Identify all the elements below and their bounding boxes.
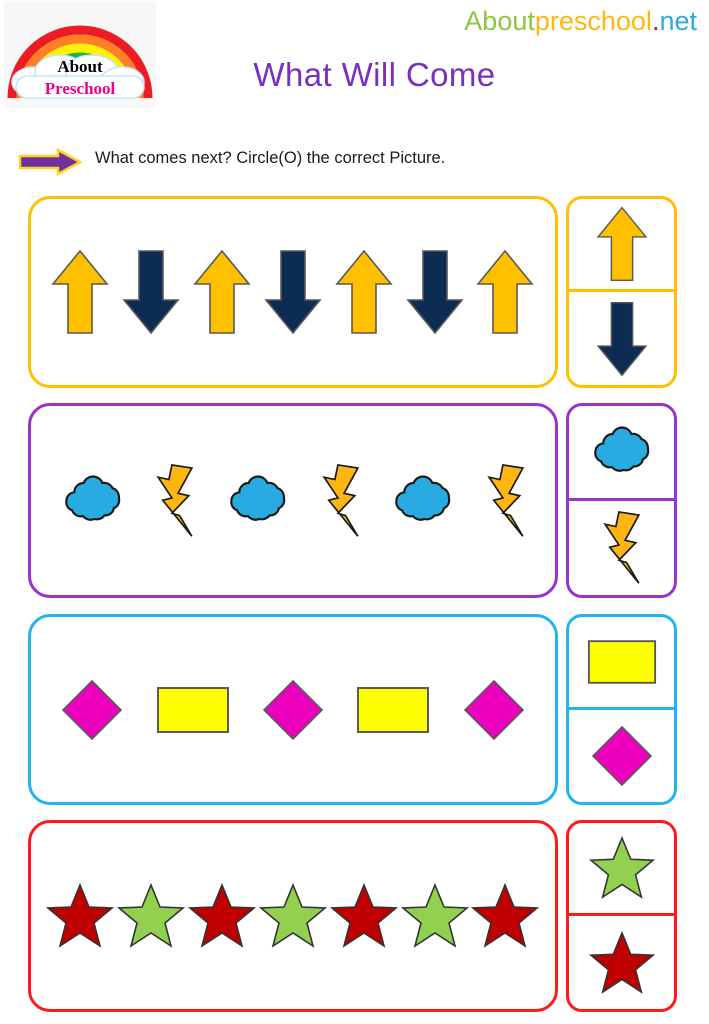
lightning-gold-icon <box>156 463 194 537</box>
arrow-up-gold-icon <box>476 249 535 334</box>
answer-option-4a[interactable] <box>569 823 674 916</box>
right-arrow-icon <box>18 148 82 176</box>
sequence-box-4 <box>28 820 558 1012</box>
star-red-icon <box>471 883 540 948</box>
diamond-magenta-icon <box>591 725 652 786</box>
logo-line2: Preschool <box>45 79 116 98</box>
sequence-box-3 <box>28 614 558 805</box>
rectangle-yellow-icon <box>156 686 229 733</box>
star-green-icon <box>400 883 469 948</box>
rectangle-yellow-icon <box>357 686 430 733</box>
arrow-up-gold-icon <box>51 249 110 334</box>
logo-line1: About <box>57 57 103 76</box>
rainbow-cloud-logo-icon: About Preschool <box>7 25 153 99</box>
answer-option-2b[interactable] <box>569 501 674 596</box>
diamond-magenta-icon <box>262 679 324 740</box>
sequence-box-1 <box>28 196 558 388</box>
answer-box-2 <box>566 403 677 598</box>
answer-box-1 <box>566 196 677 388</box>
answer-box-3 <box>566 614 677 805</box>
star-red-icon <box>46 883 115 948</box>
lightning-gold-icon <box>602 510 640 584</box>
answer-box-4 <box>566 820 677 1012</box>
diamond-magenta-icon <box>463 679 524 740</box>
answer-option-1b[interactable] <box>569 292 674 385</box>
site-name-dot: . <box>651 6 660 36</box>
star-green-icon <box>117 883 186 948</box>
answer-option-4b[interactable] <box>569 916 674 1009</box>
answer-option-3a[interactable] <box>569 617 674 710</box>
page-title: What Will Come <box>253 56 496 93</box>
arrow-up-gold-icon <box>193 249 251 334</box>
star-red-icon <box>588 930 655 994</box>
site-name-part1: About <box>464 6 535 36</box>
diamond-magenta-icon <box>62 679 123 740</box>
arrow-up-gold-icon <box>596 206 647 282</box>
answer-option-2a[interactable] <box>569 406 674 501</box>
answer-option-1a[interactable] <box>569 199 674 292</box>
instruction-text: What comes next? Circle(O) the correct P… <box>95 149 446 167</box>
lightning-gold-icon <box>487 463 525 537</box>
site-name-tld: net <box>659 6 697 36</box>
about-preschool-logo: About Preschool <box>4 2 156 108</box>
star-red-icon <box>329 883 398 948</box>
cloud-blue-icon <box>230 474 286 521</box>
arrow-down-navy-icon <box>405 250 464 335</box>
arrow-down-navy-icon <box>264 250 322 335</box>
site-name: Aboutpreschool.net <box>464 6 697 37</box>
page-header: About Preschool Aboutpreschool.net What … <box>0 0 709 130</box>
site-name-part2: preschool <box>534 6 652 36</box>
cloud-blue-icon <box>395 474 451 521</box>
instruction-row: What comes next? Circle(O) the correct P… <box>0 144 709 180</box>
answer-option-3b[interactable] <box>569 710 674 803</box>
arrow-down-navy-icon <box>596 301 647 376</box>
lightning-gold-icon <box>322 463 359 537</box>
star-red-icon <box>188 883 257 948</box>
arrow-up-gold-icon <box>335 249 393 334</box>
rectangle-yellow-icon <box>587 639 656 684</box>
arrow-down-navy-icon <box>122 250 180 335</box>
star-green-icon <box>258 883 327 948</box>
cloud-blue-icon <box>593 426 649 472</box>
cloud-blue-icon <box>65 474 121 521</box>
star-green-icon <box>588 836 655 899</box>
sequence-box-2 <box>28 403 558 598</box>
